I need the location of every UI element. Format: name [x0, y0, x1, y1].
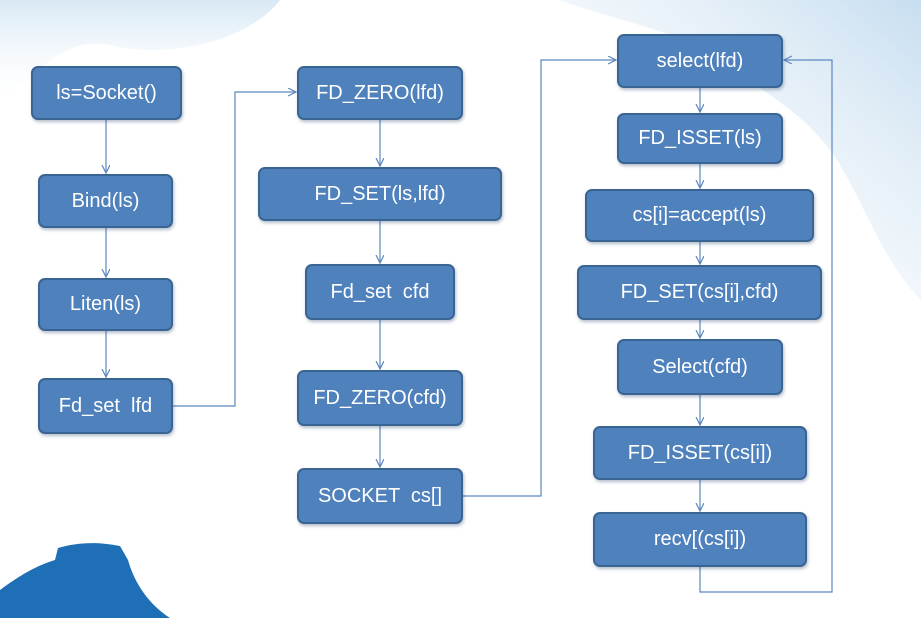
edge-fdset-to-fdzero — [172, 92, 296, 407]
node-recv: recv[(cs[i]) — [593, 512, 807, 567]
edge-recv-loop-back — [699, 60, 833, 593]
node-bind: Bind(ls) — [38, 174, 173, 228]
node-fd-set-cs-cfd: FD_SET(cs[i],cfd) — [577, 265, 822, 320]
node-fd-set-cfd: Fd_set cfd — [305, 264, 455, 320]
node-select-cfd: Select(cfd) — [617, 339, 783, 395]
node-fd-isset-ls: FD_ISSET(ls) — [617, 113, 783, 164]
node-select-lfd: select(lfd) — [617, 34, 783, 88]
node-fd-set-lfd: Fd_set lfd — [38, 378, 173, 434]
node-fd-zero-cfd: FD_ZERO(cfd) — [297, 370, 463, 426]
background-cloud-left — [0, 0, 280, 110]
edge-socketcs-to-select — [463, 60, 616, 497]
node-liten: Liten(ls) — [38, 278, 173, 331]
background-shape-blue — [0, 543, 170, 618]
background-cloud-right — [560, 0, 921, 300]
node-accept: cs[i]=accept(ls) — [585, 189, 814, 242]
node-socket-cs: SOCKET cs[] — [297, 468, 463, 524]
node-fd-set-ls-lfd: FD_SET(ls,lfd) — [258, 167, 502, 221]
node-ls-socket: ls=Socket() — [31, 66, 182, 120]
node-fd-zero-lfd: FD_ZERO(lfd) — [297, 66, 463, 120]
node-fd-isset-cs: FD_ISSET(cs[i]) — [593, 426, 807, 480]
